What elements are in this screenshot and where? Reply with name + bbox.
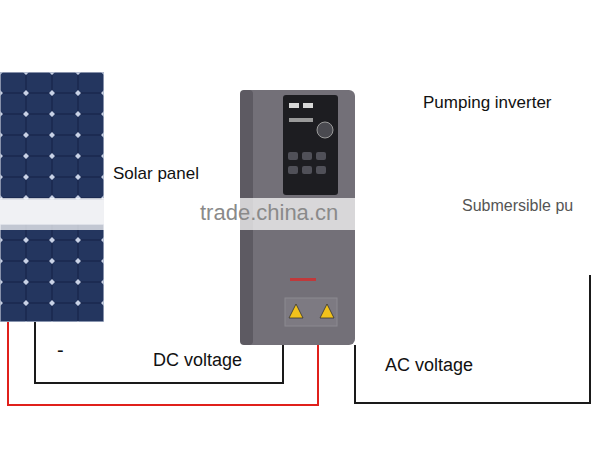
pump-label: Submersible pu	[462, 196, 573, 215]
node-heading: Solar panel	[113, 164, 199, 184]
wire-label: DC voltage	[153, 350, 242, 372]
voltage-label: AC voltage	[385, 355, 473, 377]
solar-panel: Solar panel	[0, 72, 104, 322]
ac-wire	[355, 275, 590, 403]
terminal-sign: -	[57, 338, 64, 362]
watermark: trade.china.cn	[200, 200, 338, 226]
node-heading: Pumping inverter	[423, 93, 552, 113]
solar-panel-figure	[0, 72, 104, 322]
